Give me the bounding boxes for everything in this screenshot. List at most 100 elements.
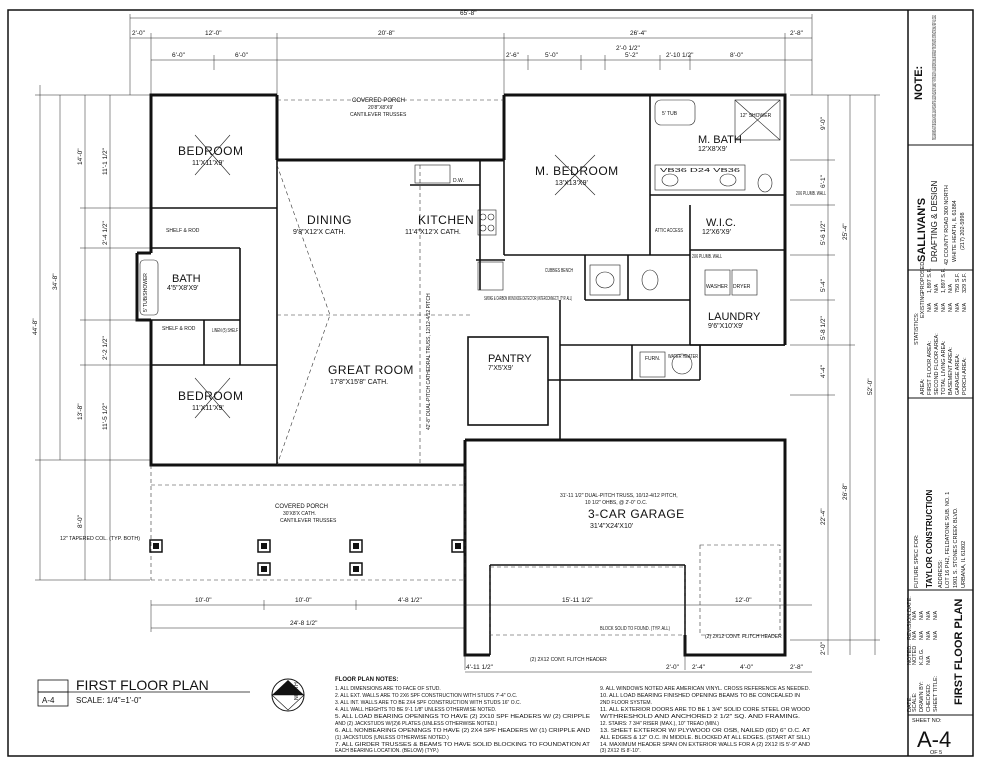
tb-stats-rows: FIRST FLOOR AREA: N/A 1,897 S.F. SECOND …: [927, 268, 968, 395]
room-pantry-name: PANTRY: [488, 353, 532, 365]
dim-left-6: 11'-5 1/2": [102, 402, 109, 430]
dim-left-5: 13'-8": [77, 403, 84, 420]
tb-rev-col: REVISION:: [907, 612, 913, 640]
dim-bottom-r2-1: 24'-8 1/2": [290, 620, 318, 627]
room-kitchen-name: KITCHEN: [418, 213, 474, 227]
dim-top-2: 12'-0": [205, 30, 222, 37]
label-shelf-rod: SHELF & ROD: [166, 228, 200, 234]
label-garage-truss: 31'-11 1/2" DUAL-PITCH TRUSS, 10/12-4/12…: [560, 493, 678, 499]
fan-marks: [194, 134, 596, 419]
tb-rev-value: K.D.G.: [919, 648, 925, 665]
range: [477, 209, 497, 236]
room-bedroom-1-name: BEDROOM: [178, 144, 244, 158]
tb-stat-label: FIRST FLOOR AREA:: [927, 341, 933, 395]
dim-top-r2-8: 8'-0": [730, 52, 744, 59]
tb-revisions: SCALE: NOTED N/A N/A DRAWN BY: K.D.G. N/…: [907, 596, 939, 712]
tb-stat-label: TOTAL LIVING AREA:: [941, 340, 947, 395]
tb-stat-proposed: 1,897 S.F.: [941, 268, 947, 293]
room-great-room-name: GREAT ROOM: [328, 363, 414, 377]
label-plumb2: 2X6 PLUMB. WALL: [692, 254, 722, 260]
note-right-10: (3) 2X12 IS 8'-10".: [600, 748, 641, 754]
label-furn: FURN.: [645, 356, 660, 362]
dim-bottom-1: 10'-0": [195, 597, 212, 604]
room-pantry-size: 7'X5'X9': [488, 365, 513, 372]
dim-left-4: 2'-2 1/2": [102, 336, 109, 360]
tb-rev-value: N/A: [926, 656, 932, 666]
label-covered-porch-bottom-size: 30'X8'X CATH.: [283, 511, 316, 517]
note-right-6: 12. STAIRS: 7 3/4" RISER (MAX.), 10" TRE…: [600, 721, 719, 727]
left-dimensions: 44'-8" 34'-8" 14'-0" 11'-1 1/2" 2'-4 1/2…: [32, 85, 150, 581]
tb-rev-revision: N/A: [912, 631, 918, 641]
label-block-solid: BLOCK SOLID TO FOUND. (TYP. ALL): [600, 626, 670, 632]
tb-sheet-title: FIRST FLOOR PLAN: [953, 599, 965, 705]
hall-sink: [589, 264, 621, 296]
label-tapered-col: 12" TAPERED COL. (TYP. BOTH): [60, 536, 140, 542]
note-left-3: 3. ALL INT. WALLS ARE TO BE 2X4 SPF CONS…: [335, 700, 521, 706]
tb-rev-label: SCALE:: [912, 692, 918, 712]
room-labels: BEDROOM 11'X11'X9' BEDROOM 11'X11'X9' BA…: [167, 134, 761, 530]
dim-right-4: 5'-4": [820, 278, 827, 292]
note-left-1: 1. ALL DIMENSIONS ARE TO FACE OF STUD.: [335, 686, 441, 692]
room-kitchen-size: 11'4"X12'X CATH.: [405, 229, 461, 236]
tb-stat-existing: N/A: [955, 303, 961, 313]
tb-company: SALLIVAN'S: [916, 198, 928, 262]
dim-left-1: 14'-0": [77, 148, 84, 165]
label-smoke: SMOKE & CARBON MONOXIDE DETECTOR (INTERC…: [484, 296, 572, 302]
drawing-ref: A-4: [42, 696, 55, 705]
dim-bottom-5: 12'-0": [735, 597, 752, 604]
tb-rev-col: DATE:: [907, 696, 913, 712]
dim-top-r2-1: 6'-0": [172, 52, 186, 59]
tb-address-label: ADDRESS:: [938, 559, 944, 588]
label-dryer: DRYER: [733, 284, 751, 290]
dim-top-1: 2'-0": [132, 30, 146, 37]
dim-overall-top: 65'-8": [460, 10, 477, 17]
dim-bottom-r2-3: 2'-0": [666, 664, 680, 671]
note-left-6: AND (2) JACKSTUDS W/(2)6 PLATES (UNLESS …: [335, 721, 498, 727]
note-left-7: 6. ALL NONBEARING OPENINGS TO HAVE (2) 2…: [335, 728, 590, 734]
hall-toilet: [641, 269, 659, 291]
tb-rev-label: SHEET TITLE:: [933, 675, 939, 712]
kitchen-sink: [414, 164, 451, 184]
fixtures: [139, 99, 781, 378]
dim-bottom-r2-4: 2'-4": [692, 664, 706, 671]
room-wic-name: W.I.C.: [706, 217, 736, 229]
tb-stat-existing: N/A: [948, 303, 954, 313]
roof-lines: [150, 99, 504, 581]
room-garage-name: 3-CAR GARAGE: [588, 507, 685, 521]
note-left-9: 7. ALL GIRDER TRUSSES & BEAMS TO HAVE SO…: [335, 742, 590, 748]
label-plumb: 2X6 PLUMB. WALL: [796, 191, 826, 197]
note-left-2: 2. ALL EXT. WALLS ARE TO 2X6 SPF CONSTRU…: [335, 693, 517, 699]
label-cathedral: 42'-8" DUAL-PITCH CATHEDRAL TRUSS, 12/12…: [426, 293, 432, 430]
dim-top-r2-3: 2'-6": [506, 52, 520, 59]
tb-stats-col-proposed: PROPOSED: [920, 262, 926, 293]
room-master-bath-size: 12'X8'X9': [698, 146, 727, 153]
dim-right-group2: 26'-8": [842, 483, 849, 500]
room-bedroom-2-name: BEDROOM: [178, 389, 244, 403]
dim-left-7: 8'-0": [77, 514, 84, 528]
dim-top-5: 2'-8": [790, 30, 804, 37]
dim-right-6: 4'-4": [820, 364, 827, 378]
dim-top-r2-4: 5'-0": [545, 52, 559, 59]
sheet-border: [7, 9, 974, 757]
tb-stats-heading: STATISTICS:: [914, 312, 920, 345]
tb-stat-label: SECOND FLOOR AREA:: [934, 333, 940, 395]
dryer: [731, 269, 758, 296]
drawing-scale: SCALE: 1/4"=1'-0": [76, 696, 141, 705]
master-vanity: [654, 164, 746, 191]
dim-right-8: 2'-0": [820, 641, 827, 655]
label-tub2: 5' TUB/SHOWER: [143, 273, 149, 312]
label-flitch2: (2) 2X12 CONT. FLITCH HEADER: [705, 634, 782, 640]
room-garage-size: 31'4"X24'X10': [590, 523, 633, 530]
label-tub: 5' TUB: [662, 111, 678, 117]
tb-rev-date: N/A: [926, 611, 932, 621]
misc-labels: COVERED PORCH 20'8"X8'X9' CANTILEVER TRU…: [60, 98, 826, 663]
label-cantilever: CANTILEVER TRUSSES: [350, 112, 407, 118]
washer: [704, 269, 731, 296]
dim-top-r2-2: 6'-0": [235, 52, 249, 59]
dim-bottom-r2-6: 2'-8": [790, 664, 804, 671]
note-right-9: 14. MAXIMUM HEADER SPAN ON EXTERIOR WALL…: [600, 742, 810, 748]
tb-phone: (217) 202-5998: [960, 212, 966, 250]
tb-stat-existing: N/A: [927, 303, 933, 313]
dim-top-r2-6: 5'-2": [625, 52, 639, 59]
